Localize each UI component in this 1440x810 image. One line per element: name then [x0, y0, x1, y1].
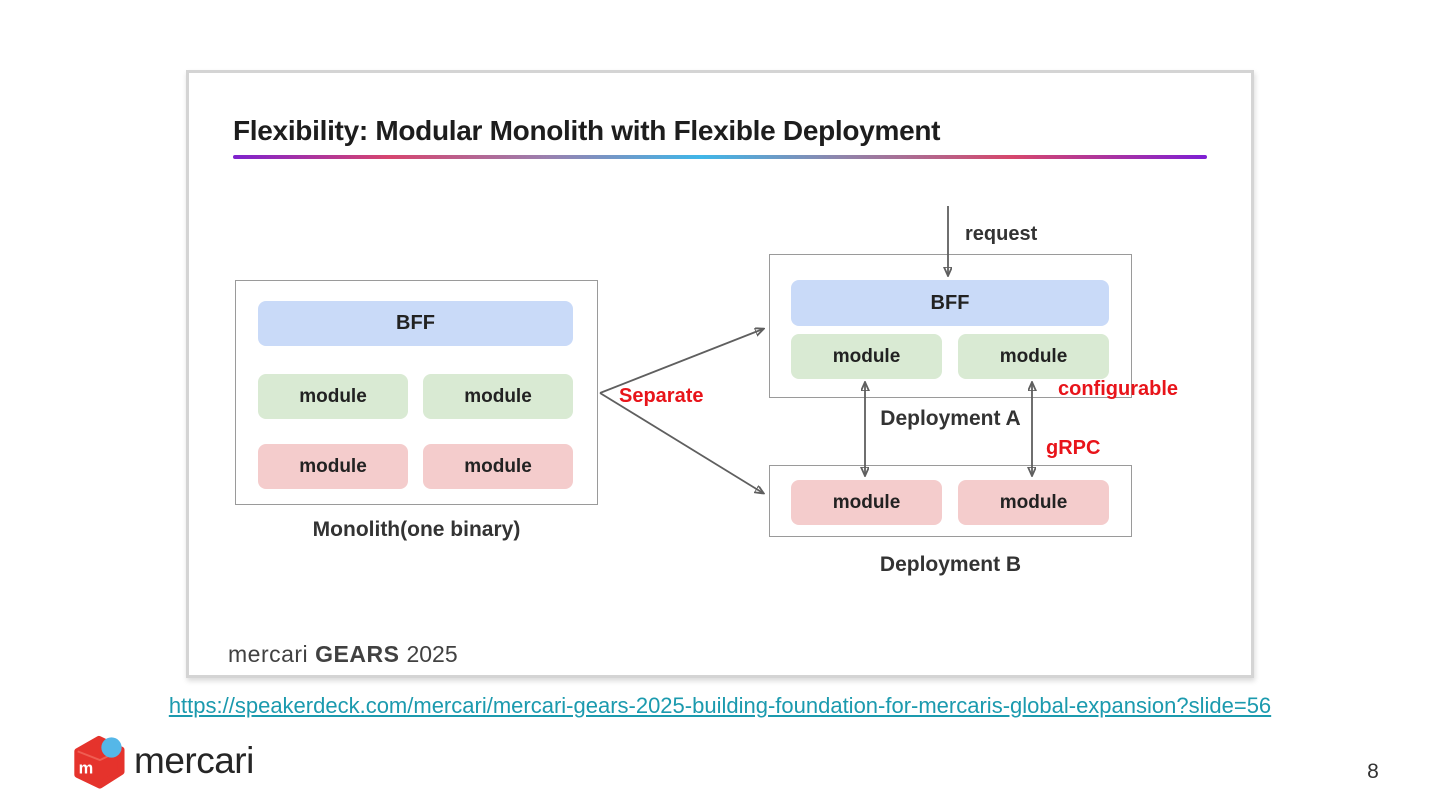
monolith-bff-block: BFF: [258, 301, 573, 346]
deployment-b-caption: Deployment B: [879, 553, 1022, 576]
monolith-module-block: module: [423, 374, 573, 419]
separate-arrow-bottom: [599, 392, 763, 493]
mercari-brand-text: mercari: [134, 739, 254, 781]
gears-brand-text: mercari: [228, 641, 309, 667]
monolith-module-block: module: [258, 444, 408, 489]
separate-label: Separate: [619, 385, 704, 407]
source-link[interactable]: https://speakerdeck.com/mercari/mercari-…: [168, 693, 1272, 718]
separate-arrow-top: [599, 329, 763, 394]
monolith-box: BFF module module module module: [235, 280, 598, 505]
deployment-a-module-block: module: [791, 334, 942, 379]
gears-event-text: GEARS: [315, 641, 400, 667]
grpc-label: gRPC: [1046, 437, 1101, 459]
slide-canvas: Flexibility: Modular Monolith with Flexi…: [186, 70, 1254, 678]
mercari-brand: m mercari: [68, 734, 254, 790]
deployment-b-module-block: module: [958, 480, 1109, 525]
page-number: 8: [1367, 760, 1379, 783]
mercari-logo-icon: m: [74, 735, 125, 789]
deployment-a-bff-block: BFF: [791, 280, 1109, 326]
deployment-b-box: module module: [769, 465, 1132, 537]
svg-text:m: m: [79, 760, 94, 778]
deployment-a-caption: Deployment A: [880, 407, 1021, 430]
monolith-caption: Monolith(one binary): [312, 518, 521, 541]
request-label: request: [965, 223, 1038, 245]
title-underline: [233, 155, 1207, 159]
monolith-module-block: module: [423, 444, 573, 489]
deployment-a-box: BFF module module: [769, 254, 1132, 398]
slide-title: Flexibility: Modular Monolith with Flexi…: [233, 115, 941, 146]
deployment-b-module-block: module: [791, 480, 942, 525]
deployment-a-module-block: module: [958, 334, 1109, 379]
monolith-module-block: module: [258, 374, 408, 419]
configurable-label: configurable: [1058, 378, 1179, 400]
gears-year-text: 2025: [406, 641, 458, 667]
source-link-row: https://speakerdeck.com/mercari/mercari-…: [0, 693, 1440, 719]
